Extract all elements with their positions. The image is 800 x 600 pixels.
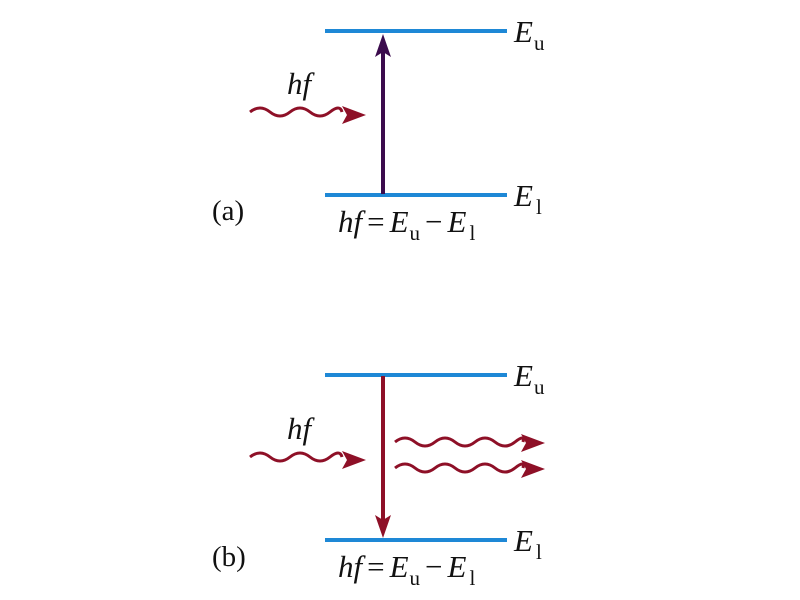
incoming-photon-arrowhead (342, 106, 366, 124)
absorption-diagram (249, 29, 507, 197)
stimulated-emission-diagram (249, 373, 545, 542)
outgoing-photon-arrowhead-2 (521, 460, 545, 478)
emission-arrowhead (375, 515, 391, 538)
outgoing-photon-arrowhead-1 (521, 434, 545, 452)
panel-label: (a) (212, 195, 245, 227)
upper-level-label: Eu (514, 14, 545, 55)
absorption-arrowhead (375, 34, 391, 57)
photon-energy-label: hf (287, 66, 312, 101)
upper-level-label: Eu (514, 358, 545, 399)
outgoing-photon-wave-2 (394, 462, 525, 474)
incoming-photon-wave (249, 451, 344, 463)
incoming-photon-wave (249, 106, 344, 118)
photon-energy-label: hf (287, 411, 312, 446)
panel-label: (b) (212, 541, 246, 573)
incoming-photon-arrowhead (342, 451, 366, 469)
outgoing-photon-wave-1 (394, 436, 525, 448)
